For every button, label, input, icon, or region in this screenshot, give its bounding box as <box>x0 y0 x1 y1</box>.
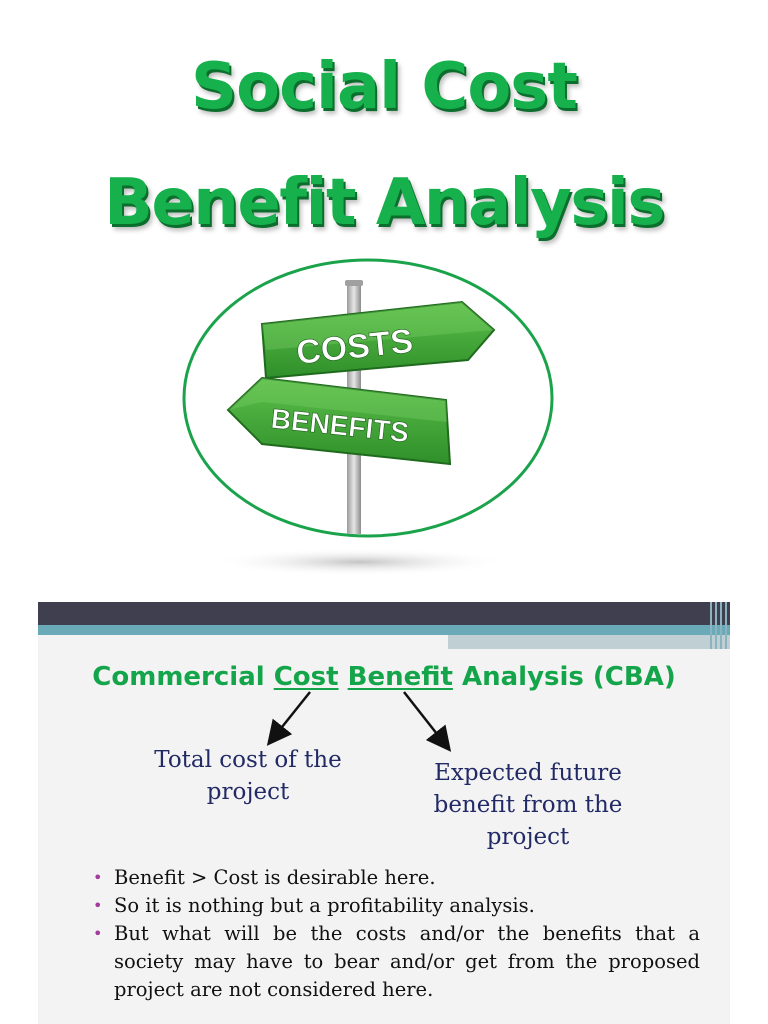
bullet-list: • Benefit > Cost is desirable here. • So i… <box>90 864 700 1004</box>
arrow-to-cost-note <box>266 691 311 746</box>
list-item: • But what will be the costs and/or the b… <box>90 920 700 1004</box>
cost-note: Total cost of the project <box>154 747 342 805</box>
bullet-text: So it is nothing but a profitability ana… <box>114 894 535 917</box>
bullet-icon: • <box>93 924 103 943</box>
bullet-text: But what will be the costs and/or the be… <box>114 922 700 1001</box>
bullet-text: Benefit > Cost is desirable here. <box>114 866 436 889</box>
slide-header-stripes <box>708 602 730 649</box>
arrow-to-benefit-note <box>403 691 452 752</box>
bullet-icon: • <box>93 868 103 887</box>
list-item: • Benefit > Cost is desirable here. <box>90 864 700 892</box>
list-item: • So it is nothing but a profitability an… <box>90 892 700 920</box>
title-line-2: Benefit Analysis <box>104 166 665 240</box>
bullet-icon: • <box>93 896 103 915</box>
benefit-note: Expected future benefit from the project <box>433 760 623 850</box>
heading-term-benefit: Benefit <box>347 662 453 692</box>
title-line-1: Social Cost <box>191 50 578 124</box>
slide-accent-bar-light <box>448 635 730 649</box>
slide-accent-bar <box>38 625 730 635</box>
cba-slide: Commercial Cost Benefit Analysis (CBA) T… <box>38 602 730 1024</box>
slide-header-bar <box>38 602 730 625</box>
heading-term-cost: Cost <box>273 662 339 692</box>
heading-text-commercial: Commercial <box>92 662 274 692</box>
costs-benefits-signpost-illustration: COSTS BENEFITS <box>182 258 554 576</box>
slide-heading: Commercial Cost Benefit Analysis (CBA) <box>38 662 730 692</box>
slide-arrows <box>266 691 452 752</box>
heading-text-analysis: Analysis (CBA) <box>452 662 676 692</box>
